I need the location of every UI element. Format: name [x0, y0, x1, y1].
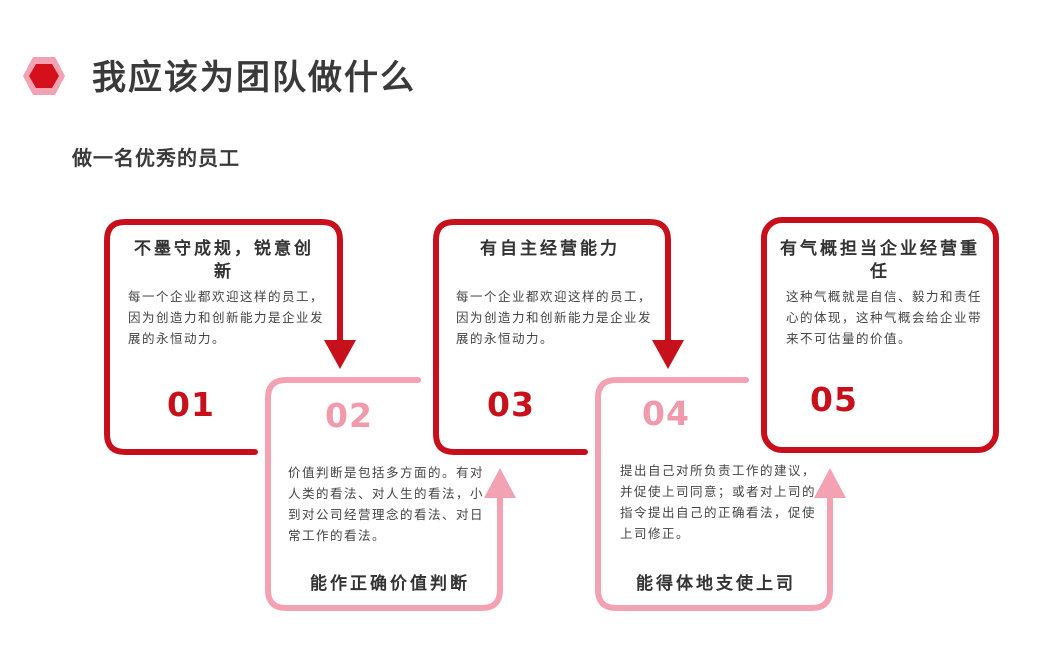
subtitle: 做一名优秀的员工: [72, 146, 240, 170]
frame-01: [104, 219, 343, 455]
step-02-text: 价值判断是包括多方面的。有对人类的看法、对人生的看法，小到对公司经营理念的看法、…: [288, 465, 485, 543]
frame-05: [761, 217, 999, 453]
step-05-title: 有气概担当企业经营重任: [780, 239, 980, 282]
step-01-title: 不墨守成规，锐意创新: [134, 239, 314, 282]
arrow-up-04: [814, 468, 846, 498]
frame-02: [265, 377, 503, 611]
step-03-text: 每一个企业都欢迎这样的员工，因为创造力和创新能力是企业发展的永恒动力。: [456, 289, 653, 346]
step-05-text: 这种气概就是自信、毅力和责任心的体现，这种气概会给企业带来不可估量的价值。: [786, 289, 983, 346]
step-02-number: 02: [325, 396, 373, 435]
step-03-number: 03: [487, 385, 535, 424]
step-04-number: 04: [642, 394, 690, 433]
step-02-title: 能作正确价值判断: [310, 574, 470, 594]
step-05-number: 05: [810, 380, 858, 419]
step-03-title: 有自主经营能力: [480, 239, 620, 259]
step-01-number: 01: [167, 385, 215, 424]
step-01-text: 每一个企业都欢迎这样的员工，因为创造力和创新能力是企业发展的永恒动力。: [128, 289, 325, 346]
frame-04: [595, 377, 833, 611]
step-04-text: 提出自己对所负责工作的建议，并促使上司同意；或者对上司的指令提出自己的正确看法，…: [620, 463, 817, 541]
page-title: 我应该为团队做什么: [92, 58, 416, 98]
arrow-up-02: [484, 468, 516, 498]
step-04-title: 能得体地支使上司: [636, 574, 796, 594]
frame-03: [433, 219, 671, 455]
arrow-down-01: [324, 340, 356, 369]
arrow-down-03: [652, 340, 684, 369]
hexagon-icon: [23, 57, 65, 95]
